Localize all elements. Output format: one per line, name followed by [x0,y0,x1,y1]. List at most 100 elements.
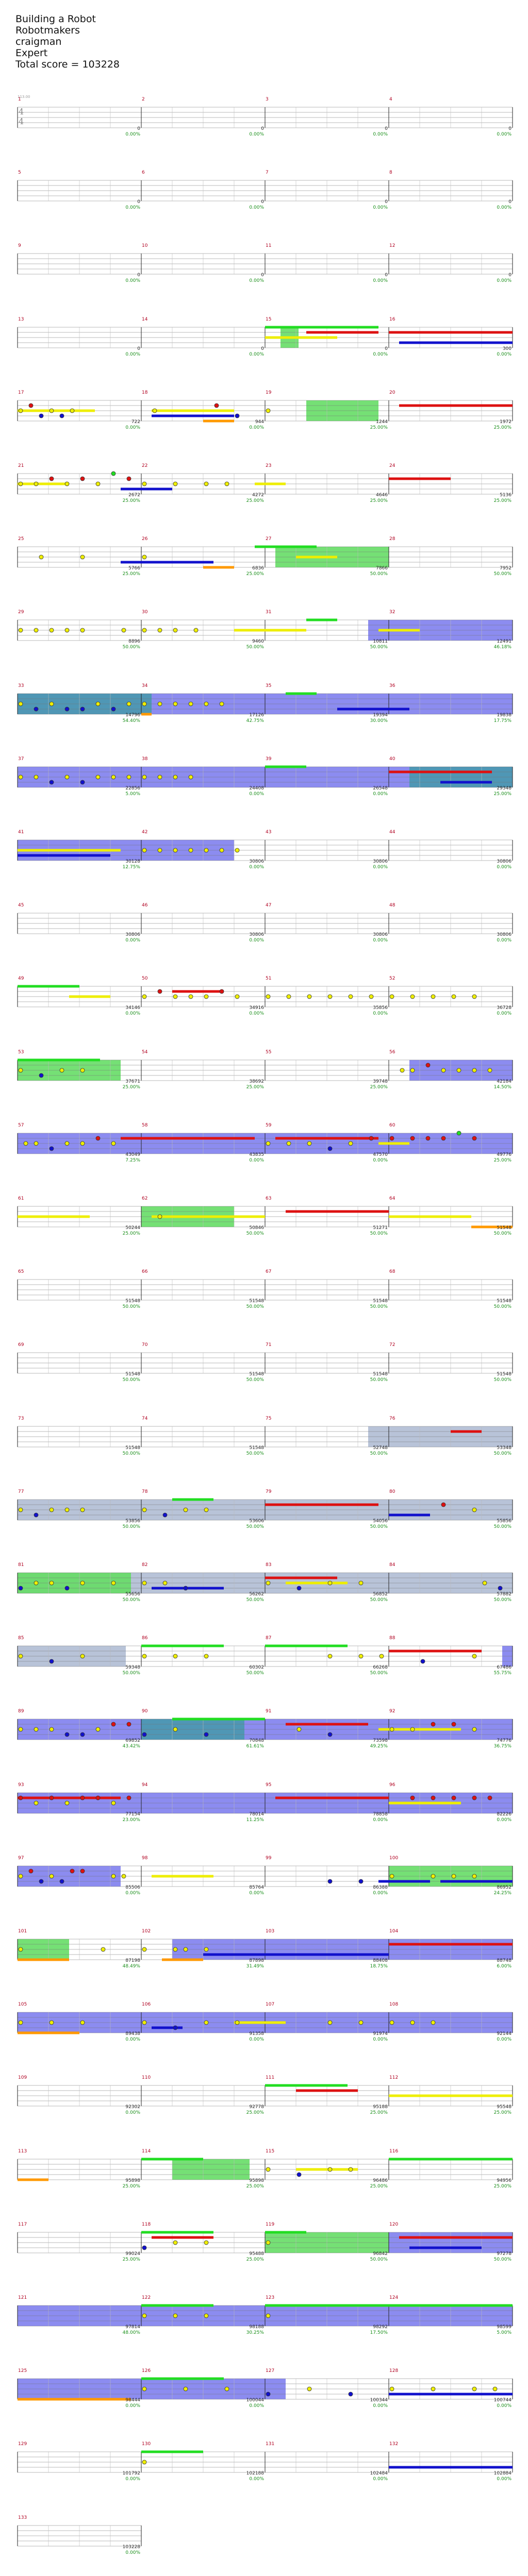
measure-percent: 0.00% [373,1817,388,1823]
measure-score: 96486 [373,2178,388,2183]
measure-score: 51548 [497,1372,512,1377]
measure-number: 46 [142,903,148,908]
measure-score: 2672 [128,493,140,498]
measure-percent: 50.00% [246,1671,264,1676]
note-gem [183,1507,188,1512]
note-gem [49,628,54,633]
measure-number: 86 [142,1636,148,1641]
artist-name: Robotmakers [15,25,80,36]
note-gem [34,1800,39,1805]
measure-score: 95188 [373,2104,388,2110]
measure-score: 0 [137,273,140,278]
measure-percent: 14.50% [493,1084,512,1090]
note-gem [296,2172,302,2177]
measure-score: 5136 [500,493,512,498]
measure-score: 30806 [249,859,264,864]
measure-percent: 18.75% [370,1964,388,1969]
note-gem [34,481,39,486]
measure-number: 107 [266,2002,275,2008]
measure-number: 28 [389,536,395,542]
measure-percent: 50.00% [370,1304,388,1310]
measure-score: 0 [137,199,140,205]
note-gem [111,1874,116,1879]
measure-number: 78 [142,1489,148,1494]
note-gem [188,775,193,780]
row-staff [17,1131,513,1154]
measure-number: 111 [266,2075,275,2081]
note-gem [64,628,70,633]
measure-score: 42184 [497,1079,512,1084]
note-gem [482,1580,487,1586]
measure-number: 27 [266,536,272,542]
measure-score: 95488 [249,2251,264,2257]
measure-number: 17 [18,390,24,395]
note-gem [80,1068,85,1072]
measure-number: 109 [18,2075,27,2081]
note-gem [162,1512,168,1518]
measure-number: 35 [266,683,272,688]
measure-score: 4646 [376,493,388,498]
measure-number: 83 [266,1562,272,1568]
measure-number: 89 [18,1709,24,1714]
measure-number: 90 [142,1709,148,1714]
note-gem [28,403,34,408]
measure-percent: 0.00% [125,2550,140,2555]
note-gem [266,1141,271,1146]
measure-percent: 0.00% [373,938,388,944]
note-gem [307,2386,312,2392]
note-gem [34,1580,39,1586]
note-gem [173,628,178,633]
measure-score: 102188 [246,2471,264,2477]
note-gem [327,1732,333,1737]
note-gem [389,2386,394,2392]
row-staff [17,2084,513,2107]
measure-number: 112 [389,2075,399,2081]
note-gem [142,2460,147,2465]
note-gem [266,2167,271,2171]
measure-percent: 0.00% [249,278,264,284]
note-gem [296,1586,302,1591]
note-gem [142,2386,147,2392]
measure-percent: 50.00% [370,2257,388,2262]
note-gem [219,848,224,853]
note-gem [49,1727,54,1732]
measure-score: 53856 [125,1518,140,1524]
row-staff [17,1572,513,1594]
measure-percent: 0.00% [125,2477,140,2482]
measure-score: 85506 [125,1884,140,1890]
note-gem [348,2167,353,2171]
measure-percent: 25.00% [493,498,512,503]
note-gem [49,1146,54,1151]
measure-percent: 0.00% [125,132,140,137]
measure-percent: 0.00% [125,351,140,357]
measure-percent: 25.00% [246,1084,264,1090]
note-gem [64,1586,70,1591]
note-gem [49,1507,54,1512]
note-gem [49,701,54,706]
measure-score: 944 [255,419,264,425]
measure-score: 43049 [125,1152,140,1157]
row-staff [17,2377,513,2401]
note-gem [64,1141,70,1146]
note-gem [348,994,353,999]
measure-number: 8 [389,170,392,176]
measure-number: 80 [389,1489,395,1494]
measure-number: 122 [142,2295,151,2300]
measure-number: 93 [18,1782,24,1788]
measure-number: 65 [18,1269,24,1275]
note-gem [173,1727,178,1732]
measure-score: 35856 [373,1005,388,1011]
measure-percent: 42.75% [246,718,264,723]
note-gem [431,994,436,999]
measure-percent: 48.00% [122,2330,140,2335]
measure-percent: 50.00% [370,1231,388,1236]
note-gem [39,554,44,560]
measure-number: 126 [142,2368,151,2374]
note-gem [111,1800,116,1805]
row-staff [17,400,513,423]
